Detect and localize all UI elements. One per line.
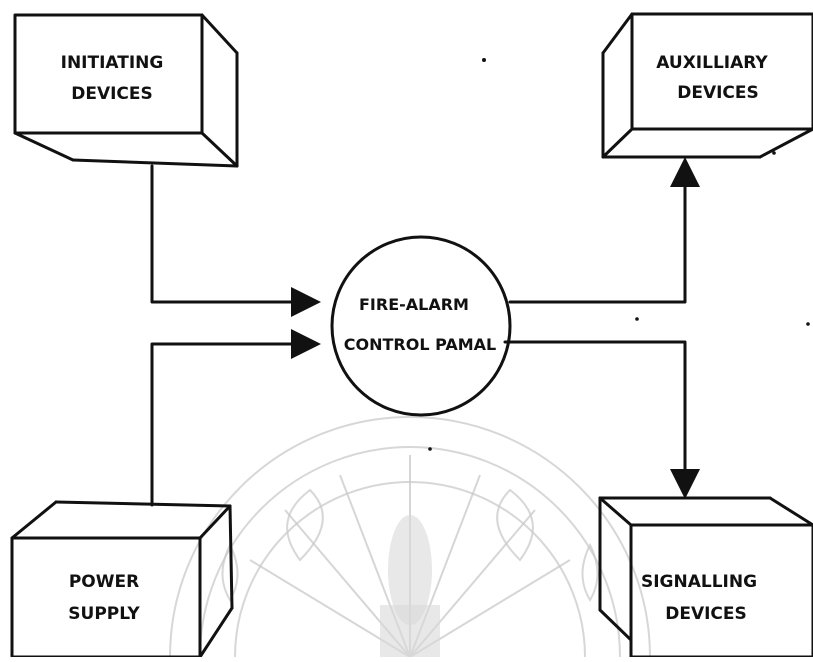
control-panel-label-line2: CONTROL PAMAL (344, 335, 496, 354)
fire-alarm-control-panel-node: FIRE-ALARM CONTROL PAMAL (330, 235, 512, 417)
auxiliary-label-line2: DEVICES (677, 83, 759, 103)
power-label-line2: SUPPLY (68, 604, 140, 624)
auxiliary-label-line1: AUXILLIARY (656, 53, 768, 73)
watermark-seal (169, 416, 651, 658)
power-label-line1: POWER (69, 572, 139, 592)
connector-power-to-panel (150, 329, 321, 507)
signalling-label-line2: DEVICES (665, 604, 747, 624)
initiating-label-line1: INITIATING (61, 53, 164, 73)
auxiliary-devices-box: AUXILLIARY DEVICES (601, 12, 813, 159)
connector-panel-to-signalling (503, 340, 700, 499)
initiating-devices-box: INITIATING DEVICES (13, 13, 239, 168)
connector-initiating-to-panel (150, 164, 321, 317)
control-panel-label-line1: FIRE-ALARM (359, 295, 469, 314)
power-supply-box: POWER SUPPLY (10, 500, 234, 659)
connector-panel-to-auxiliary (508, 157, 700, 304)
initiating-label-line2: DEVICES (71, 84, 153, 104)
scan-specks (428, 58, 810, 451)
signalling-label-line1: SIGNALLING (641, 572, 757, 592)
signalling-devices-box: SIGNALLING DEVICES (598, 496, 813, 659)
